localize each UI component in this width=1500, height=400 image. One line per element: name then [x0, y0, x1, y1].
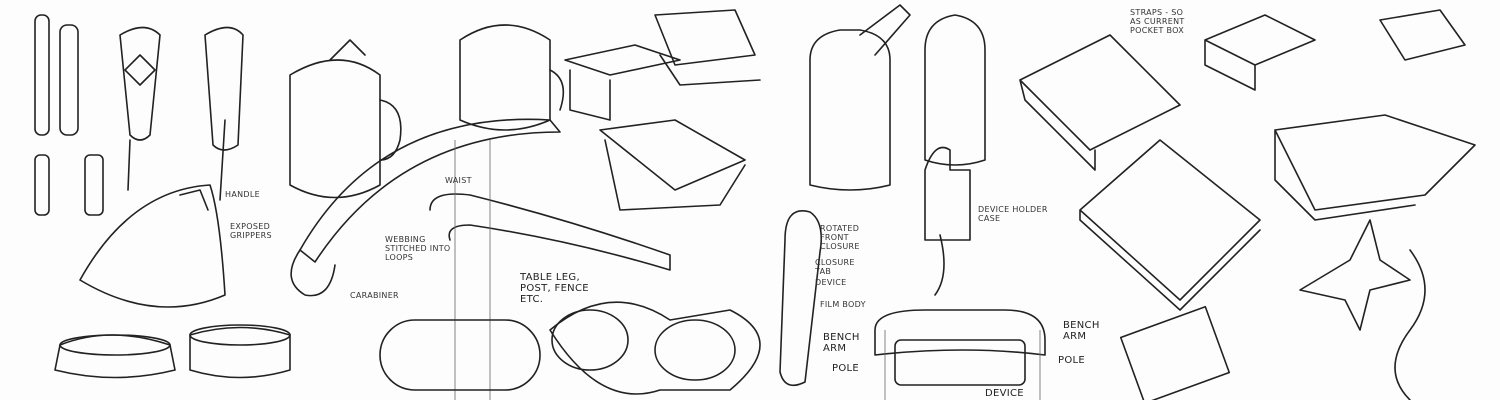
label-device-holder-case: DEVICE HOLDER CASE [978, 205, 1048, 223]
label-exposed-grippers: EXPOSED GRIPPERS [230, 222, 272, 240]
tumbler-sketches [289, 24, 565, 199]
label-webbing: WEBBING STITCHED INTO LOOPS [385, 235, 451, 262]
bench-holder-sketch [874, 309, 1046, 400]
label-handle: HANDLE [225, 190, 260, 199]
label-device: DEVICE [815, 278, 847, 287]
grip-handle-sketches [34, 14, 244, 216]
label-bench-arm-left: BENCH ARM [823, 332, 860, 354]
label-bench-arm-right: BENCH ARM [1063, 320, 1100, 342]
label-device-bottom: DEVICE [985, 388, 1024, 399]
label-pole-left: POLE [832, 363, 859, 374]
water-bottle-sketches [779, 4, 986, 387]
device-case-sketches [1019, 9, 1476, 400]
food-container-sketches [379, 9, 761, 395]
label-film-body: FILM BODY [820, 300, 866, 309]
label-closure-tab: CLOSURE TAB [815, 258, 855, 276]
label-straps: STRAPS - SO AS CURRENT POCKET BOX [1130, 8, 1185, 35]
label-rotated-closure: ROTATED FRONT CLOSURE [820, 224, 860, 251]
label-waist: WAIST [445, 176, 472, 185]
label-table-leg: TABLE LEG, POST, FENCE ETC. [520, 272, 589, 305]
pet-bowl-sketch [54, 184, 291, 379]
label-carabiner: CARABINER [350, 291, 399, 300]
strap-carabiner-sketch [290, 118, 671, 400]
label-pole-right: POLE [1058, 355, 1085, 366]
